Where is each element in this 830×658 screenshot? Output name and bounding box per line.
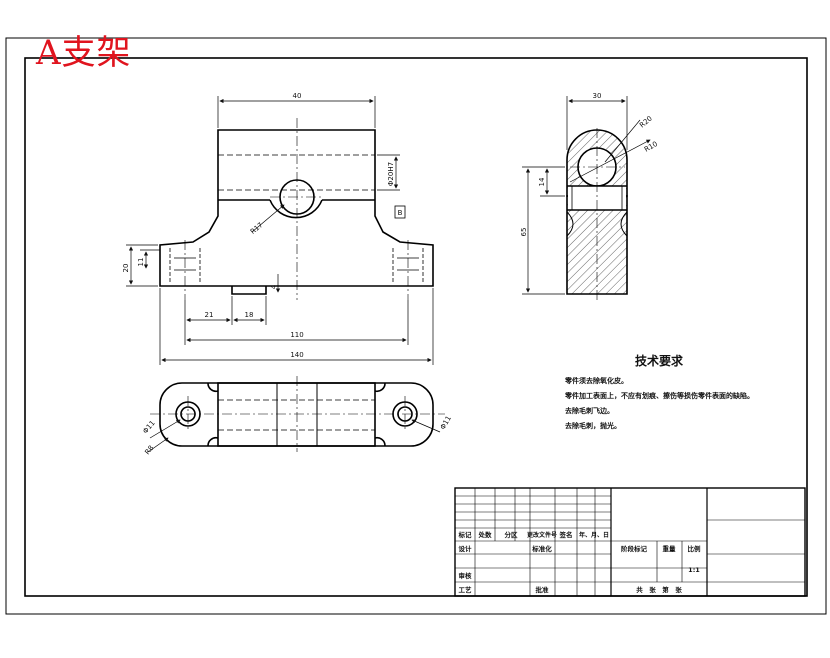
tb-process: 工艺 (459, 585, 473, 594)
front-dimensions (126, 96, 434, 365)
top-center-lines (150, 376, 445, 452)
tb-sign: 签名 (559, 530, 573, 539)
datum-box (394, 205, 406, 219)
tb-standardize: 标准化 (531, 544, 552, 553)
top-view (159, 382, 434, 447)
tech-item: 去除毛刺飞边。 (565, 407, 614, 415)
side-dim-width: 30 (593, 92, 602, 100)
tb-approve: 批准 (536, 585, 550, 594)
side-dim-height: 65 (520, 228, 528, 237)
top-dimensions (147, 419, 441, 453)
tb-change-doc: 更改文件号 (527, 531, 557, 539)
title-block-text: 标记 处数 分区 更改文件号 签名 年、月、日 设计 标准化 审核 工艺 批准 … (458, 530, 702, 594)
top-dim-right-hole: Φ11 (439, 415, 453, 431)
top-dim-left-hole: Φ11 (141, 419, 156, 435)
dim-left-offset: 21 (205, 311, 214, 319)
dim-top-width: 40 (293, 92, 302, 100)
tb-scale: 比例 (688, 544, 702, 553)
tb-count: 处数 (478, 530, 493, 539)
dim-total-width: 140 (290, 351, 303, 359)
front-center-lines (184, 118, 409, 300)
tb-review: 审核 (459, 571, 473, 580)
dim-height: 20 (122, 264, 130, 273)
side-center-lines (570, 128, 625, 300)
tech-item: 去除毛刺，抛光。 (565, 422, 621, 430)
page-title: A支架 (36, 33, 132, 73)
dim-slot: 4 (270, 284, 278, 289)
dim-flange: 11 (137, 258, 145, 267)
inner-frame (24, 57, 808, 597)
dim-hole-spacing: 110 (290, 331, 303, 339)
tb-sheet-info: 共 张 第 张 (636, 585, 682, 594)
tb-scale-value: 1:1 (688, 566, 700, 574)
dim-slot-width: 18 (245, 311, 254, 319)
tb-zone: 分区 (505, 530, 519, 539)
tb-date: 年、月、日 (579, 531, 609, 539)
tech-item: 零件须去除氧化皮。 (565, 377, 628, 385)
title-block (454, 487, 806, 597)
tb-mark: 标记 (458, 530, 473, 539)
outer-border (5, 37, 827, 615)
side-dim-r-inner: R10 (643, 140, 659, 154)
tech-requirements-title: 技术要求 (635, 354, 684, 368)
side-dimensions (522, 96, 651, 295)
tb-stage-mark: 阶段标记 (621, 544, 648, 553)
tb-design: 设计 (459, 544, 473, 553)
top-dim-left-r: R8 (143, 444, 155, 456)
datum-label: B (398, 209, 403, 217)
dim-hole-dia: Φ20H7 (387, 162, 395, 186)
front-view (159, 129, 434, 295)
side-dim-small: 14 (538, 177, 546, 186)
side-dim-r-outer: R20 (638, 115, 654, 130)
tb-weight: 重量 (663, 544, 677, 553)
tech-item: 零件加工表面上，不应有划痕、擦伤等损伤零件表面的缺陷。 (565, 392, 754, 400)
